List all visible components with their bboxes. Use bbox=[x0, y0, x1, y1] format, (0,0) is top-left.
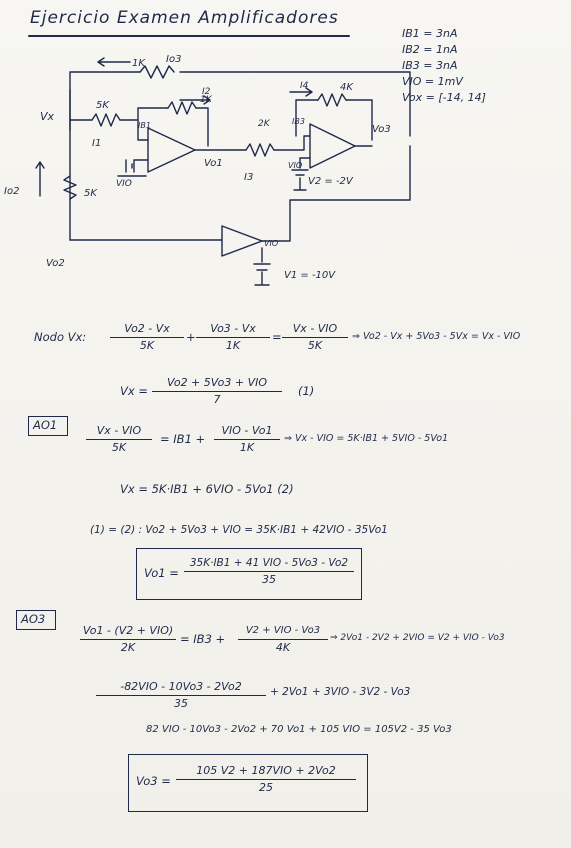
ao3-rhs-frac: V2 + VIO - Vo3 4K bbox=[238, 624, 328, 655]
nodo-result: ⇒ Vo2 - Vx + 5Vo3 - 5Vx = Vx - VIO bbox=[352, 331, 521, 342]
io3-arrow bbox=[97, 57, 131, 67]
io2-arrow bbox=[35, 161, 45, 197]
ao3-label: AO3 bbox=[21, 612, 46, 626]
vo3-den: 25 bbox=[259, 781, 273, 795]
ao3-lhs-den: 2K bbox=[120, 641, 136, 655]
vx-frac: Vo2 + 5Vo3 + VIO 7 bbox=[152, 376, 282, 407]
nodo-f1-den: 5K bbox=[139, 339, 155, 353]
label-i2: I2 bbox=[202, 87, 211, 97]
vx-den: 7 bbox=[213, 393, 221, 407]
ao1-label: AO1 bbox=[33, 418, 58, 432]
label-i1: I1 bbox=[92, 138, 101, 149]
label-i3: I3 bbox=[244, 172, 253, 183]
label-vx: Vx bbox=[40, 110, 55, 123]
nodo-frac-3: Vx - VIO 5K bbox=[282, 322, 348, 353]
label-io2: Io2 bbox=[4, 186, 19, 197]
nodo-f1-num: Vo2 - Vx bbox=[124, 322, 170, 335]
ao1-lhs-frac: Vx - VIO 5K bbox=[86, 424, 152, 455]
vo3-lhs: Vo3 = bbox=[136, 774, 171, 788]
label-vio-2: VIO bbox=[264, 239, 278, 248]
nodo-frac-1: Vo2 - Vx 5K bbox=[110, 322, 184, 353]
ao1-lhs-num: Vx - VIO bbox=[96, 424, 142, 437]
given-vox: Vox = [-14, 14] bbox=[402, 91, 486, 104]
vo1-lhs: Vo1 = bbox=[144, 566, 179, 580]
nodo-f2-den: 1K bbox=[225, 339, 241, 353]
label-r-mid: 1K bbox=[200, 95, 213, 105]
label-r-5k-a: 5K bbox=[96, 100, 110, 111]
vo3-num: 105 V2 + 187VIO + 2Vo2 bbox=[196, 764, 336, 777]
label-vo2: Vo2 bbox=[46, 258, 65, 269]
ao3-rhs-den: 4K bbox=[275, 641, 291, 655]
ao3-line3: 82 VIO - 10Vo3 - 2Vo2 + 70 Vo1 + 105 VIO… bbox=[146, 724, 452, 735]
given-values: IB1 = 3nA IB2 = 1nA IB3 = 3nA VIO = 1mV … bbox=[402, 26, 486, 106]
ao3-line2-frac: -82VIO - 10Vo3 - 2Vo2 35 bbox=[96, 680, 266, 711]
ao3-lhs-frac: Vo1 - (V2 + VIO) 2K bbox=[80, 624, 176, 655]
vo3-result-box bbox=[128, 754, 368, 812]
ao1-lhs-den: 5K bbox=[111, 441, 127, 455]
ao3-rhs-num: V2 + VIO - Vo3 bbox=[245, 625, 321, 636]
op-amp-ao1 bbox=[147, 127, 196, 173]
nodo-f3-num: Vx - VIO bbox=[292, 322, 338, 335]
resistor-1k-mid bbox=[167, 101, 197, 115]
ao1-rhs-frac: VIO - Vo1 1K bbox=[214, 424, 280, 455]
ao3-result: ⇒ 2Vo1 - 2V2 + 2VIO = V2 + VIO - Vo3 bbox=[330, 633, 505, 643]
ao1-box bbox=[28, 416, 68, 436]
ao1-rhs-den: 1K bbox=[239, 441, 255, 455]
label-r-4k: 4K bbox=[340, 82, 354, 93]
given-ib2: IB2 = 1nA bbox=[402, 43, 458, 56]
label-v2: V2 = -2V bbox=[308, 176, 354, 187]
resistor-5k-a bbox=[91, 113, 121, 127]
vo3-frac: 105 V2 + 187VIO + 2Vo2 25 bbox=[176, 764, 356, 795]
vo1-frac: 35K·IB1 + 41 VIO - 5Vo3 - Vo2 35 bbox=[184, 556, 354, 587]
label-v1: V1 = -10V bbox=[284, 270, 336, 281]
resistor-top-1k bbox=[139, 65, 175, 79]
resistor-4k bbox=[317, 93, 347, 107]
ao3-lhs-num: Vo1 - (V2 + VIO) bbox=[82, 624, 174, 637]
ao1-rhs-num: VIO - Vo1 bbox=[221, 424, 273, 437]
tag-1: (1) bbox=[298, 384, 315, 398]
ao1-mid: = IB1 + bbox=[160, 432, 206, 446]
ao1-combine: (1) = (2) : Vo2 + 5Vo3 + VIO = 35K·IB1 +… bbox=[90, 524, 388, 536]
given-ib1: IB1 = 3nA bbox=[402, 27, 458, 40]
ao1-result: ⇒ Vx - VIO = 5K·IB1 + 5VIO - 5Vo1 bbox=[284, 433, 449, 444]
given-vio: VIO = 1mV bbox=[402, 75, 463, 88]
label-ib3: IB3 bbox=[292, 117, 305, 126]
label-vio-3: VIO bbox=[288, 161, 302, 170]
nodo-frac-2: Vo3 - Vx 1K bbox=[196, 322, 270, 353]
title-underline bbox=[28, 35, 350, 37]
circuit-diagram: 1K Io3 I2 1K 5K I1 IB1 Vx VIO Vo1 I3 2K … bbox=[4, 54, 411, 286]
label-vio-1: VIO bbox=[116, 179, 132, 189]
label-ib1: IB1 bbox=[138, 121, 151, 130]
vx-lhs: Vx = bbox=[120, 384, 148, 398]
ao3-line2-den: 35 bbox=[174, 697, 188, 711]
ao1-line2: Vx = 5K·IB1 + 6VIO - 5Vo1 (2) bbox=[120, 482, 294, 496]
given-ib3: IB3 = 3nA bbox=[402, 59, 458, 72]
vo1-den: 35 bbox=[262, 573, 276, 587]
resistor-2k bbox=[245, 143, 275, 157]
vo1-result-box bbox=[136, 548, 362, 600]
vx-num: Vo2 + 5Vo3 + VIO bbox=[166, 376, 268, 389]
resistor-5k-b bbox=[63, 175, 77, 200]
label-i4: I4 bbox=[300, 81, 309, 91]
label-vo1: Vo1 bbox=[204, 158, 223, 169]
op-amp-ao2 bbox=[221, 225, 263, 257]
label-r-2k: 2K bbox=[258, 119, 271, 129]
label-r-top: 1K bbox=[132, 58, 146, 69]
vo1-num: 35K·IB1 + 41 VIO - 5Vo3 - Vo2 bbox=[189, 557, 349, 569]
ao3-mid: = IB3 + bbox=[180, 632, 226, 646]
ao3-line2-rest: + 2Vo1 + 3VIO - 3V2 - Vo3 bbox=[270, 686, 411, 698]
nodo-f2-num: Vo3 - Vx bbox=[210, 322, 256, 335]
ao3-line2-num: -82VIO - 10Vo3 - 2Vo2 bbox=[120, 680, 242, 693]
nodo-f3-den: 5K bbox=[307, 339, 323, 353]
page-title: Ejercicio Examen Amplificadores bbox=[30, 8, 339, 28]
label-vo3: Vo3 bbox=[372, 124, 391, 135]
label-io3: Io3 bbox=[166, 54, 181, 65]
op-amp-ao3 bbox=[309, 123, 356, 169]
nodo-plus: + bbox=[186, 330, 196, 344]
nodo-eq: = bbox=[272, 330, 282, 344]
ao3-box bbox=[16, 610, 56, 630]
nodo-label: Nodo Vx: bbox=[34, 330, 87, 344]
label-r-5k-b: 5K bbox=[84, 188, 98, 199]
